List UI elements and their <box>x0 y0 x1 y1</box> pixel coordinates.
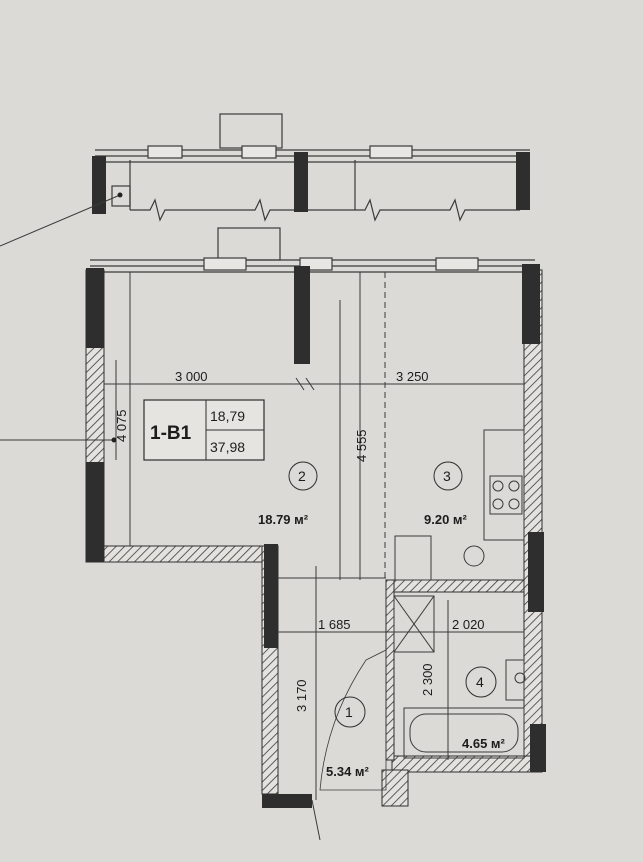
dim-bath-height: 2 300 <box>420 663 435 696</box>
room-1-number: 1 <box>345 704 353 720</box>
dim-left-height: 4 075 <box>114 409 129 442</box>
room-2-area: 18.79 м² <box>258 512 309 527</box>
unit-code: 1-B1 <box>150 423 192 444</box>
leader-dot-top <box>117 192 123 198</box>
dimension-lines <box>0 300 524 800</box>
unit-total-area: 37,98 <box>210 439 245 455</box>
interior-lines <box>129 272 525 841</box>
room-2-number: 2 <box>298 468 306 484</box>
dim-bath-width: 2 020 <box>452 617 485 632</box>
room-3-number: 3 <box>443 468 451 484</box>
column-left-top <box>86 268 104 348</box>
hob-burner-3 <box>492 498 504 510</box>
main-window-strip <box>90 227 535 273</box>
dim-hall-height: 3 170 <box>294 679 309 712</box>
dim-hall-width: 1 685 <box>318 617 351 632</box>
room-4-number: 4 <box>476 674 484 690</box>
dim-mid-height: 4 555 <box>354 429 369 462</box>
dim-top-right: 3 250 <box>396 369 429 384</box>
sink-icon <box>463 545 485 567</box>
upper-balcony <box>95 113 530 222</box>
column-left-bottom <box>86 462 104 562</box>
leader-dot-mid <box>111 437 117 443</box>
unit-living-area: 18,79 <box>210 408 245 424</box>
column-entry <box>262 794 312 808</box>
room-4-area: 4.65 м² <box>462 736 506 751</box>
hob-burner-4 <box>508 498 520 510</box>
room-3-area: 9.20 м² <box>424 512 468 527</box>
room-1-marker <box>334 696 366 728</box>
room-4-marker <box>465 666 497 698</box>
unit-label-box <box>143 399 265 461</box>
column-hall <box>264 544 278 648</box>
leader-line-top <box>0 194 121 247</box>
upper-column-right <box>516 152 530 210</box>
column-right-top <box>522 264 540 344</box>
column-mid <box>294 266 310 364</box>
hob-burner-2 <box>508 480 520 492</box>
column-right-bottom <box>530 724 546 772</box>
upper-column-left <box>92 156 106 214</box>
room-1-area: 5.34 м² <box>326 764 370 779</box>
room-3-marker <box>433 461 463 491</box>
hob-burner-1 <box>492 480 504 492</box>
dim-top-left: 3 000 <box>175 369 208 384</box>
column-right-mid <box>528 532 544 612</box>
upper-column-mid <box>294 152 308 212</box>
washbasin-icon <box>514 672 526 684</box>
room-2-marker <box>288 461 318 491</box>
